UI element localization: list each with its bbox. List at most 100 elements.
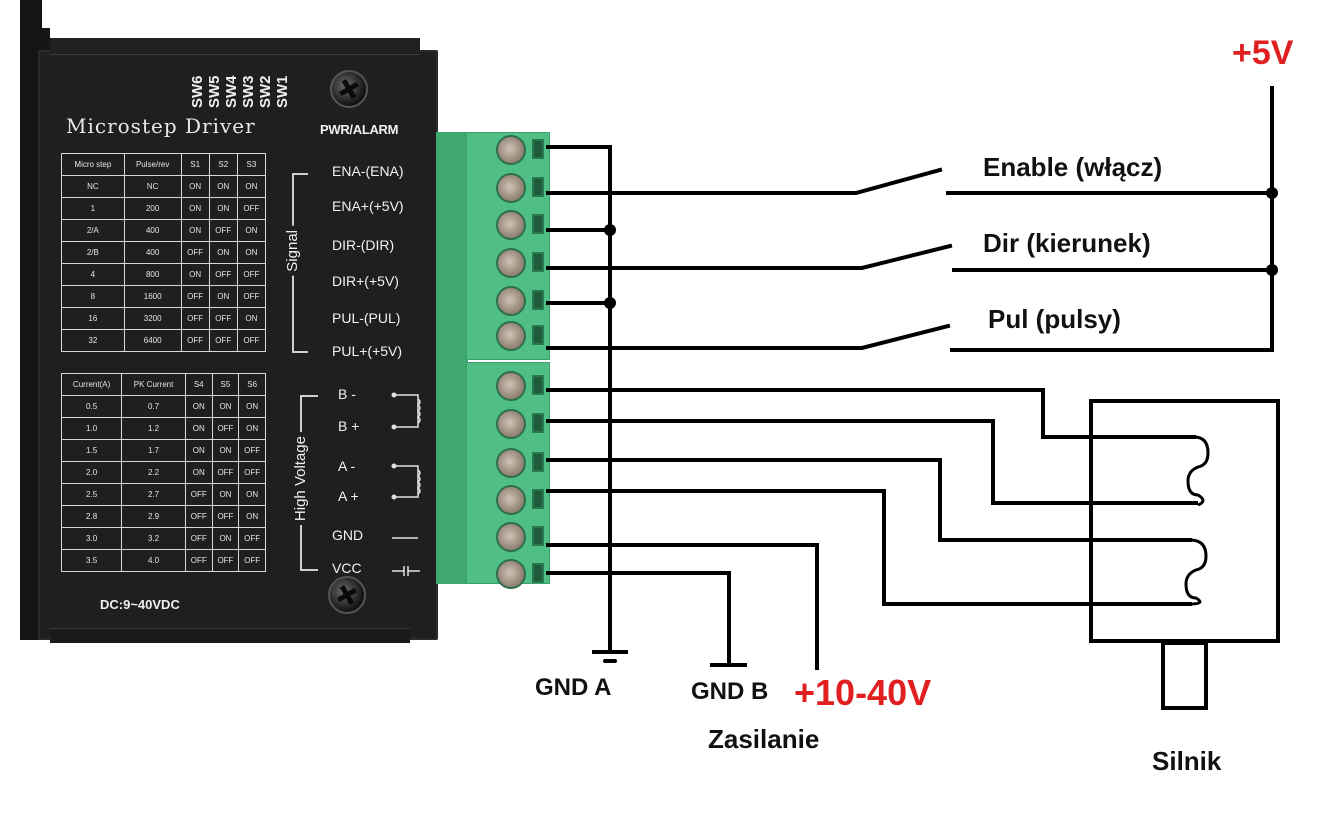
terminal-screw-icon: [496, 485, 526, 515]
gnd-b-wire: [546, 571, 731, 667]
terminal-label: PUL-(PUL): [332, 310, 401, 326]
table-cell: 4.0: [121, 549, 186, 572]
dir-switch-label: Dir (kierunek): [983, 228, 1151, 258]
motor-label: Silnik: [1152, 746, 1222, 776]
junction-dot: [604, 224, 616, 236]
supply-caption: Zasilanie: [708, 724, 820, 754]
terminal-label: PUL+(+5V): [332, 343, 403, 359]
terminal-slot: [532, 214, 544, 234]
table-cell: OFF: [236, 329, 267, 352]
table-cell: 3.5: [60, 549, 123, 572]
terminal-slot: [532, 325, 544, 345]
vcc-wire: [546, 543, 819, 670]
table-cell: OFF: [238, 549, 266, 572]
driver-top-edge: [50, 38, 420, 55]
junction-dot: [1266, 264, 1278, 276]
coil-b-winding: [416, 398, 421, 424]
terminal-label: ENA-(ENA): [332, 163, 404, 179]
terminal-label: B +: [338, 418, 360, 434]
b-plus-wire: [546, 419, 1198, 505]
terminal-screw-icon: [496, 135, 526, 165]
terminal-slot: [532, 526, 544, 546]
terminal-slot: [532, 375, 544, 395]
terminal-slot: [532, 452, 544, 472]
terminal-label: ENA+(+5V): [332, 198, 404, 214]
terminal-block: [436, 132, 550, 589]
terminal-slot: [532, 413, 544, 433]
heatsink-fin-top: [42, 28, 50, 58]
gnd-a-bus-wire: [546, 145, 612, 654]
a-minus-wire: [546, 458, 1192, 542]
pin-dot: [391, 463, 397, 469]
terminal-slot: [532, 252, 544, 272]
terminal-slot: [532, 563, 544, 583]
terminal-slot: [532, 139, 544, 159]
table-cell: ON: [236, 175, 267, 198]
driver-bottom-edge: [50, 628, 410, 643]
mount-screw-icon: [328, 576, 366, 614]
terminal-screw-icon: [496, 559, 526, 589]
pin-dot: [391, 494, 397, 500]
a-plus-wire: [546, 489, 1192, 606]
terminal-screw-icon: [496, 248, 526, 278]
terminal-screw-icon: [496, 286, 526, 316]
motor-coil-b-icon: [1186, 435, 1210, 507]
gnd-a-symbol-tick: [603, 659, 617, 663]
terminal-slot: [532, 489, 544, 509]
terminal-screw-icon: [496, 409, 526, 439]
terminal-label: B -: [338, 386, 356, 402]
gnd-a-label: GND A: [535, 674, 612, 701]
terminal-slot: [532, 177, 544, 197]
terminal-label: GND: [332, 527, 364, 543]
terminal-screw-icon: [496, 448, 526, 478]
junction-dot: [604, 297, 616, 309]
terminal-label: DIR+(+5V): [332, 273, 399, 289]
terminal-screw-icon: [496, 522, 526, 552]
dir-switch-wire: [546, 243, 953, 270]
stepper-driver: SW6 SW5 SW4 SW3 SW2 SW1 Microstep Driver…: [20, 0, 440, 643]
pul-switch-wire: [546, 323, 951, 350]
heatsink-fin: [20, 0, 42, 640]
b-minus-wire: [546, 388, 1196, 439]
pul-switch-label: Pul (pulsy): [988, 304, 1121, 334]
pul-supply-wire: [950, 86, 1274, 352]
supply-5v-label: +5V: [1232, 34, 1294, 72]
driver-coil-markings: [391, 392, 421, 576]
terminal-label: VCC: [332, 560, 362, 576]
pin-dot: [391, 424, 397, 430]
motor-shaft-icon: [1161, 641, 1208, 710]
junction-dot: [1266, 187, 1278, 199]
supply-rating: DC:9~40VDC: [100, 597, 180, 612]
enable-switch-wire: [546, 167, 943, 195]
terminal-label: A -: [338, 458, 356, 474]
terminal-screw-icon: [496, 210, 526, 240]
terminal-block-side: [436, 132, 468, 584]
terminal-screw-icon: [496, 371, 526, 401]
coil-a-winding: [416, 469, 421, 495]
gnd-b-label: GND B: [691, 678, 769, 705]
enable-switch-label: Enable (włącz): [983, 152, 1163, 182]
pwr-alarm-label: PWR/ALARM: [320, 122, 399, 137]
table-cell: 6400: [123, 329, 182, 352]
driver-title: Microstep Driver: [66, 114, 256, 138]
mount-screw-icon: [330, 70, 368, 108]
vcc-cap-icon: [392, 566, 420, 576]
table-cell: OFF: [208, 329, 238, 352]
terminal-label: A +: [338, 488, 359, 504]
terminal-screw-icon: [496, 321, 526, 351]
